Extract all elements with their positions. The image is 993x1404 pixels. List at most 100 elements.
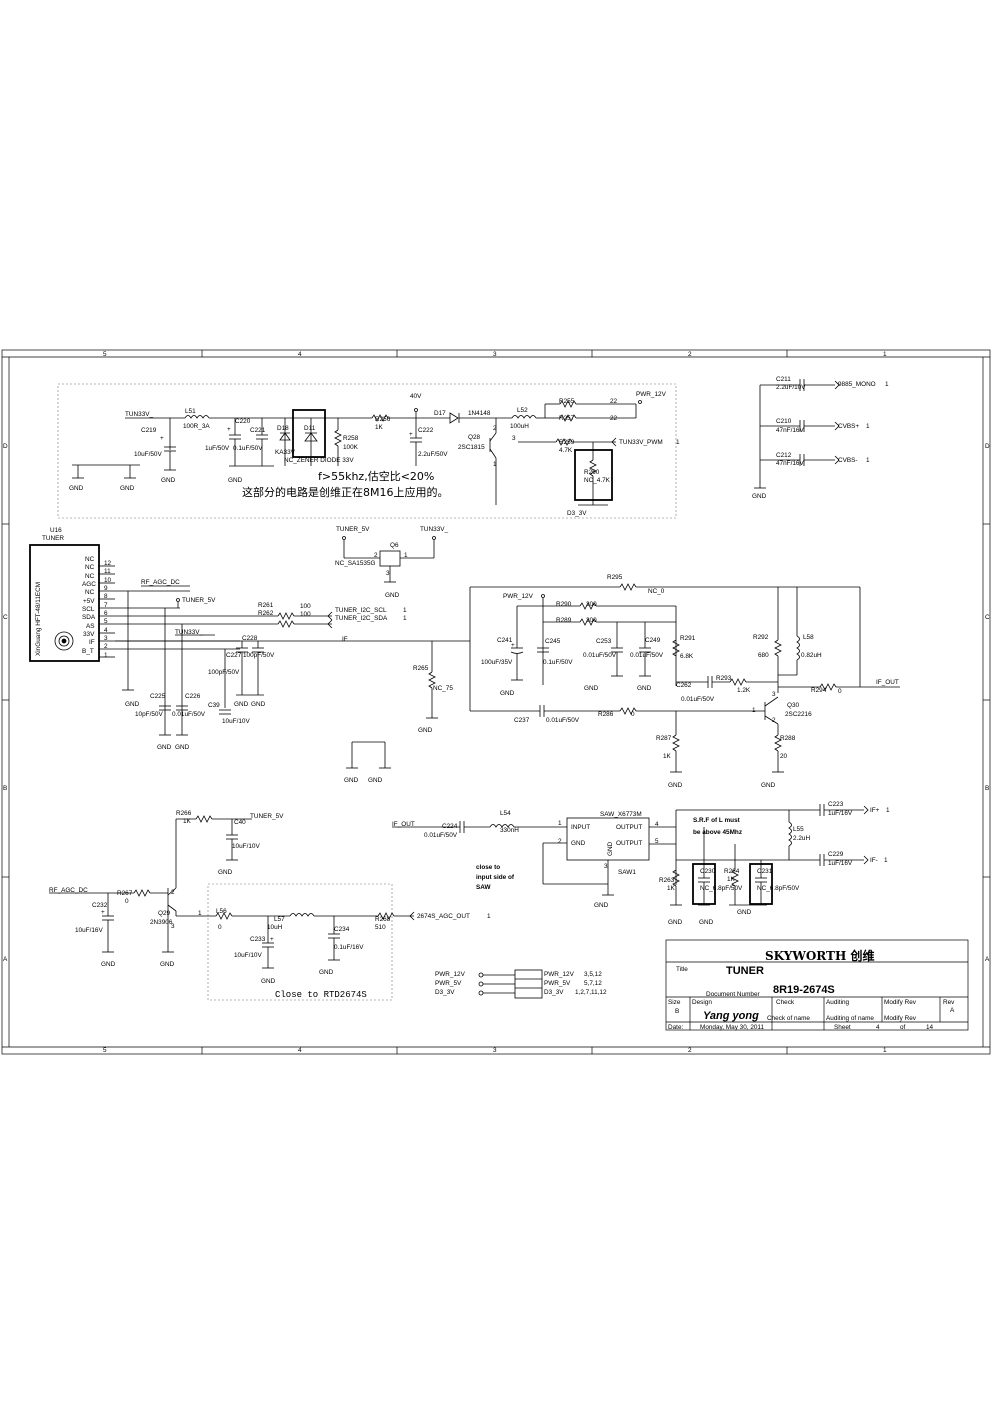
value-label: 2.2uH [793,835,810,842]
ref-label: C212 [776,452,792,459]
value-label: 300 [586,617,597,624]
value-label: 0.1uF/50V [543,659,573,666]
net-label: CVBS- [838,457,858,464]
gnd-label: GND [584,685,599,692]
note-line-1: f>55khz,估空比<20% [318,469,434,483]
pin-name: GND [571,840,586,847]
net-label: TUNER_5V [182,597,216,604]
ref-label: C222 [418,427,434,434]
net-label: D3_3V [567,510,587,517]
net-label: TUNER_5V [250,813,284,820]
ref-label: C237 [514,717,530,724]
row-label: B [985,785,989,792]
gnd-label: GND [261,978,276,985]
col-label: 3 [493,351,497,358]
pin-number: 2 [772,717,776,724]
cvbs-outputs: C211 2.2uF/10V 9885_MONO 1 C210 47nF/16V… [752,376,889,500]
ref-label: R265 [413,665,429,672]
net-label: TUNER_5V [336,526,370,533]
ref-label: D11 [304,425,316,432]
highlight-box [574,449,613,501]
value-label: 10uF/10V [222,718,250,725]
title-block: SKYWORTH 创维 Title TUNER Document Number … [665,939,969,1031]
ref-label: C228 [242,635,258,642]
gnd-label: GND [69,485,84,492]
gnd-label: GND [637,685,652,692]
gnd-label: GND [120,485,135,492]
value-label: 0 [125,898,129,905]
value-label: 2SC1815 [458,444,485,451]
highlight-box [292,409,326,458]
ref-label: C253 [596,638,612,645]
value-label: 1uF/16V [828,860,853,867]
value-label: 100 [300,603,311,610]
pin-number: 1 [886,807,890,814]
pin-number: 10 [104,577,112,584]
value-label: 0.01uF/50V [630,652,664,659]
gnd-label: GND [385,592,400,599]
gnd-label: GND [668,782,683,789]
pin-number: 9 [104,585,108,592]
net-label: TUNER_I2C_SDA [335,615,388,622]
saw-filter: IF_OUT C224 0.01uF/50V L54 330nH 1 SAW_X… [392,801,890,926]
pin-number: 8 [104,593,108,600]
ref-label: R267 [117,890,133,897]
sheet-label: Sheet [834,1024,851,1031]
polarity-mark: + [227,426,231,433]
pin-number: 3 [604,863,608,870]
col-label: 1 [883,1047,887,1054]
value-label: 1uF/16V [828,810,853,817]
power-section: TUN33V_ C219 + 10uF/50V GND L51 100R_3A … [57,383,680,519]
value-label: 1.2K [737,687,751,694]
ref-label: L52 [517,407,528,414]
port-name: D3_3V [435,989,455,996]
ref-label: Q28 [468,434,481,441]
pin-name: NC [85,556,95,563]
value-label: 0.01uF/50V [172,711,206,718]
ref-label: R292 [753,634,769,641]
gnd-label: GND [668,919,683,926]
pin-number: 7 [104,602,108,609]
polarity-mark: + [511,642,515,649]
pin-number: 1 [866,423,870,430]
part-name: SAW_X6773M [600,811,642,818]
gnd-label: GND [368,777,383,784]
pin-name: B_T [82,648,94,655]
ref-label: C219 [141,427,157,434]
ref-label: R293 [716,675,732,682]
row-label: B [3,785,7,792]
value-label: NC_ZENER DIODE 33V [284,457,354,464]
if-amplifier: R295 NC_0 PWR_12V R290 300 R289 300 C241… [469,574,900,789]
ref-label: C230 [700,868,716,875]
net-label: IF_OUT [876,679,899,686]
ref-label: R268 [375,916,391,923]
pin-number: 1 [866,457,870,464]
pin-number: 11 [104,568,111,575]
net-label: IF+ [870,807,880,814]
gnd-label: GND [699,919,714,926]
ref-label: C231 [757,868,773,875]
gnd-label: GND [175,744,190,751]
ref-label: R289 [556,617,572,624]
ref-label: C224 [442,823,458,830]
pin-name: NC [85,564,95,571]
size-value: B [675,1008,679,1015]
pin-number: 3 [386,570,390,577]
value-label: 2SC2216 [785,711,812,718]
value-label: 10uF/50V [134,451,162,458]
col-label: 4 [298,1047,302,1054]
ref-label: R288 [780,735,796,742]
row-label: C [985,614,990,621]
ref-label: L58 [803,634,814,641]
agc-section: R266 1K TUNER_5V C40 10uF/10V GND RF_AGC… [49,810,491,1001]
gnd-label: GND [594,902,609,909]
value-label: 10pF/50V [135,711,163,718]
row-label: C [3,614,8,621]
srf-note: S.R.F of L must [693,817,741,824]
pin-number: 1 [404,552,408,559]
value-label: 2.2uF/10V [776,384,806,391]
value-label: NC_0 [648,588,665,595]
polarity-mark: + [160,435,164,442]
ref-label: C225 [150,693,166,700]
pin-number: 1 [885,381,889,388]
